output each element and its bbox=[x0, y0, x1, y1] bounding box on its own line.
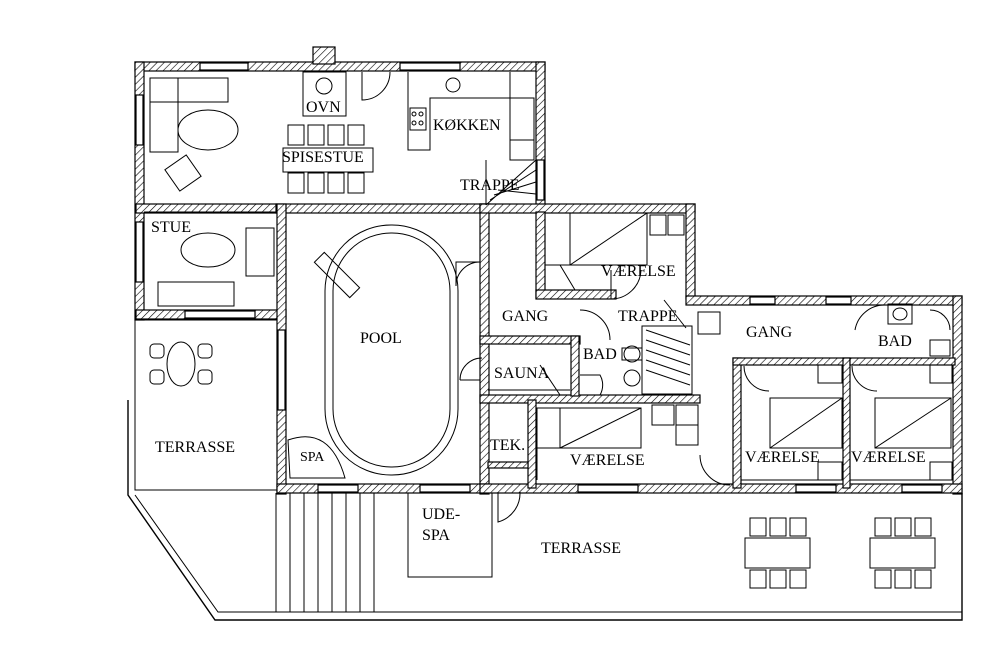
label-udespa-line2: SPA bbox=[422, 527, 450, 544]
label-bad-mid: BAD bbox=[583, 346, 617, 363]
label-vaerelse-r2: VÆRELSE bbox=[851, 449, 926, 466]
label-bad-right: BAD bbox=[878, 333, 912, 350]
label-tek: TEK. bbox=[490, 437, 525, 454]
left-terrace bbox=[127, 319, 963, 621]
upper-bedroom-furniture bbox=[544, 212, 685, 300]
label-trappe-mid: TRAPPE bbox=[618, 308, 678, 325]
mid-section bbox=[488, 299, 693, 396]
right-wing-furniture bbox=[697, 303, 953, 481]
label-vaerelse-upper: VÆRELSE bbox=[601, 263, 676, 280]
label-terrasse-left: TERRASSE bbox=[155, 439, 235, 456]
label-stue: STUE bbox=[151, 219, 191, 236]
windows bbox=[135, 62, 943, 493]
label-spisestue: SPISESTUE bbox=[282, 149, 364, 166]
label-spa: SPA bbox=[300, 450, 325, 465]
label-udespa-line1: UDE- bbox=[422, 506, 460, 523]
living-furniture bbox=[144, 71, 537, 307]
lower-bedroom-furniture bbox=[497, 404, 731, 523]
label-ovn: OVN bbox=[306, 99, 341, 116]
label-terrasse-bottom: TERRASSE bbox=[541, 540, 621, 557]
label-gang-left: GANG bbox=[502, 308, 549, 325]
pool-area bbox=[287, 224, 483, 479]
label-trappe-upper: TRAPPE bbox=[460, 177, 520, 194]
label-vaerelse-mid: VÆRELSE bbox=[570, 452, 645, 469]
walls bbox=[134, 46, 963, 495]
label-vaerelse-r1: VÆRELSE bbox=[745, 449, 820, 466]
label-sauna: SAUNA bbox=[494, 365, 550, 382]
label-pool: POOL bbox=[360, 330, 402, 347]
bottom-terrace bbox=[275, 492, 936, 612]
label-gang-right: GANG bbox=[746, 324, 793, 341]
room-labels: OVN KØKKEN SPISESTUE TRAPPE STUE POOL VÆ… bbox=[151, 99, 926, 557]
label-kokken: KØKKEN bbox=[433, 117, 501, 134]
